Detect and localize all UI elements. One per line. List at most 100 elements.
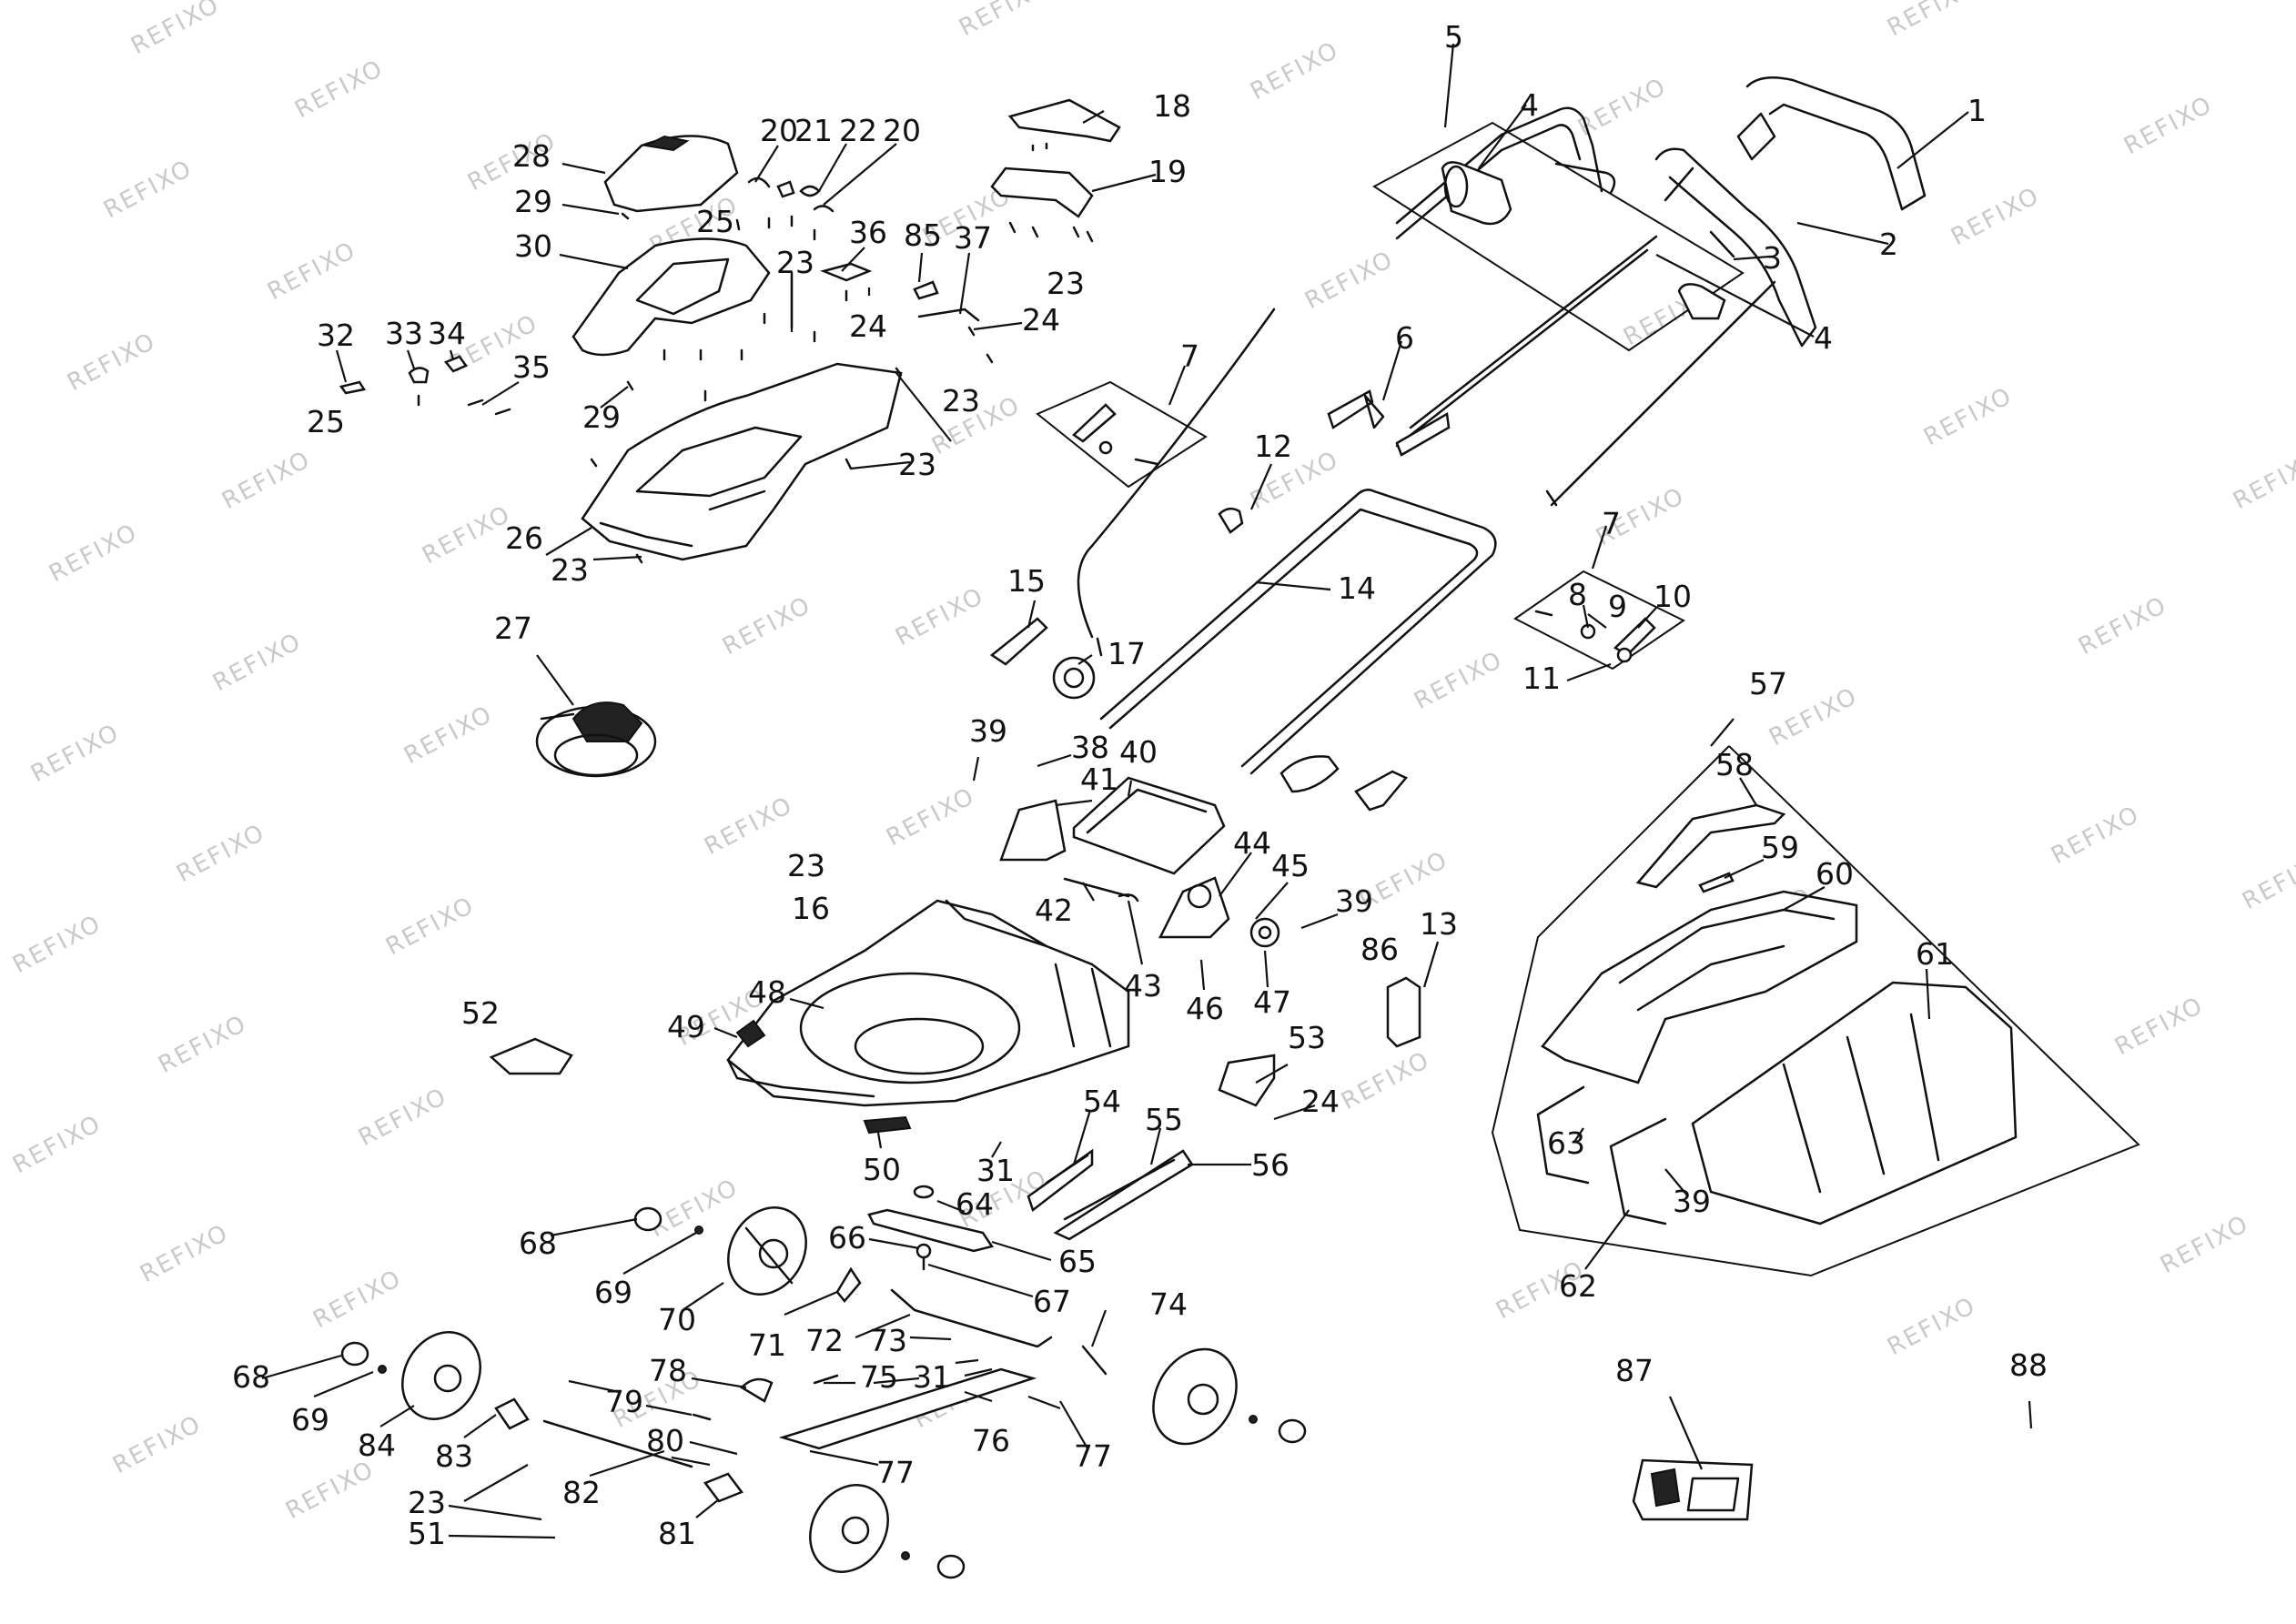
label-part-3: 3: [1763, 240, 1782, 276]
upper-handle: [1395, 106, 1817, 507]
label-part-33: 33: [385, 316, 423, 351]
leader-lines: [261, 43, 2033, 1539]
switch-box: [1441, 161, 1726, 320]
label-part-63: 63: [1547, 1125, 1585, 1161]
label-part-17: 17: [1108, 636, 1146, 671]
cover-13: [1386, 976, 1421, 1048]
svg-text:REFIXO: REFIXO: [2110, 992, 2208, 1061]
cable-clip: [1554, 162, 1735, 258]
label-part-11: 11: [1522, 661, 1561, 696]
svg-text:REFIXO: REFIXO: [217, 446, 315, 515]
svg-text:REFIXO: REFIXO: [172, 819, 269, 888]
label-part-85: 85: [904, 217, 942, 253]
lower-handle: [1099, 489, 1497, 775]
label-part-34: 34: [428, 316, 466, 351]
grass-box-handle-58: [1635, 803, 1786, 889]
label-part-14: 14: [1338, 570, 1376, 606]
label-part-82: 82: [562, 1475, 601, 1510]
housing-26: [581, 362, 903, 561]
label-part-19: 19: [1148, 154, 1187, 189]
label-part-86: 86: [1360, 932, 1399, 967]
label-part-23a: 23: [776, 245, 814, 280]
label-part-4b: 4: [1814, 320, 1833, 356]
rod-42-43: [1063, 877, 1139, 903]
label-part-74: 74: [1149, 1286, 1188, 1322]
label-part-73: 73: [869, 1323, 907, 1358]
svg-text:REFIXO: REFIXO: [1919, 382, 2017, 451]
label-part-28: 28: [512, 138, 551, 174]
label-part-68a: 68: [519, 1226, 557, 1261]
label-part-71: 71: [748, 1327, 786, 1363]
label-part-49: 49: [667, 1009, 705, 1044]
label-part-25b: 25: [307, 404, 345, 439]
label-part-6: 6: [1395, 320, 1414, 356]
label-part-52: 52: [461, 995, 500, 1031]
cut-height-combs-54-56: [1027, 1148, 1194, 1241]
battery-87: [1632, 1458, 1754, 1521]
label-part-23b: 23: [1047, 266, 1085, 301]
label-part-48: 48: [748, 974, 786, 1010]
top-cover-28: [603, 135, 739, 213]
hub-caps: [340, 1206, 1307, 1579]
svg-text:REFIXO: REFIXO: [1246, 36, 1343, 106]
part-number-labels: 1 2 3 4 4 5 6 7 7 8 9 10 11 12 13 14 15 …: [232, 19, 2048, 1551]
label-part-23d: 23: [898, 447, 936, 482]
label-part-64: 64: [956, 1186, 994, 1222]
svg-text:REFIXO: REFIXO: [154, 1010, 251, 1079]
svg-text:REFIXO: REFIXO: [1883, 1292, 1980, 1361]
svg-text:REFIXO: REFIXO: [2119, 91, 2217, 160]
label-part-45: 45: [1271, 848, 1310, 883]
label-part-62: 62: [1559, 1268, 1597, 1304]
grass-box-lid-60: [1541, 890, 1858, 1084]
label-part-69a: 69: [594, 1275, 632, 1310]
svg-text:REFIXO: REFIXO: [381, 892, 479, 961]
label-part-57: 57: [1749, 666, 1787, 701]
hardware-set-7-right: [1534, 610, 1656, 663]
svg-text:REFIXO: REFIXO: [8, 910, 106, 979]
svg-text:REFIXO: REFIXO: [891, 582, 988, 651]
svg-text:REFIXO: REFIXO: [2074, 591, 2171, 661]
label-part-50: 50: [863, 1152, 901, 1187]
label-part-15: 15: [1007, 563, 1046, 599]
svg-text:REFIXO: REFIXO: [26, 719, 124, 788]
label-part-30: 30: [514, 228, 552, 264]
label-part-47: 47: [1253, 984, 1291, 1020]
frame-fastener-group-left: [1036, 380, 1208, 489]
label-part-24c: 24: [1301, 1084, 1340, 1119]
label-part-25a: 25: [696, 204, 734, 239]
bag-52: [489, 1037, 573, 1075]
svg-text:REFIXO: REFIXO: [882, 782, 979, 852]
label-part-41: 41: [1080, 762, 1118, 797]
svg-text:REFIXO: REFIXO: [400, 701, 497, 770]
chute-40: [1072, 776, 1226, 875]
handle-bracket-19: [990, 166, 1094, 218]
lower-handle-bars: [1077, 235, 1658, 657]
hardware-set-7-left: [1072, 394, 1385, 466]
label-part-56: 56: [1251, 1147, 1290, 1183]
label-part-54: 54: [1083, 1084, 1121, 1119]
label-part-42: 42: [1035, 893, 1073, 928]
parts-37-85: [913, 280, 980, 322]
label-part-9: 9: [1608, 589, 1627, 624]
label-part-69b: 69: [291, 1402, 329, 1437]
switch-36: [820, 262, 873, 282]
svg-text:REFIXO: REFIXO: [99, 155, 197, 224]
label-part-23c: 23: [942, 383, 980, 419]
label-part-77a: 77: [876, 1455, 915, 1490]
label-part-39b: 39: [1335, 883, 1373, 919]
label-part-87: 87: [1615, 1353, 1654, 1388]
wheel-bottom: [809, 1484, 889, 1573]
svg-text:REFIXO: REFIXO: [1300, 246, 1398, 315]
svg-text:REFIXO: REFIXO: [700, 792, 797, 861]
label-part-32: 32: [317, 318, 355, 353]
label-part-46: 46: [1186, 991, 1224, 1026]
label-part-51: 51: [408, 1516, 446, 1551]
svg-text:REFIXO: REFIXO: [1883, 0, 1980, 42]
lever-15: [989, 617, 1048, 666]
label-part-43: 43: [1124, 968, 1162, 1004]
label-part-5: 5: [1444, 19, 1463, 55]
label-part-70: 70: [658, 1302, 696, 1337]
label-part-16: 16: [792, 891, 830, 926]
svg-text:REFIXO: REFIXO: [208, 628, 306, 697]
svg-text:REFIXO: REFIXO: [1337, 1046, 1434, 1115]
